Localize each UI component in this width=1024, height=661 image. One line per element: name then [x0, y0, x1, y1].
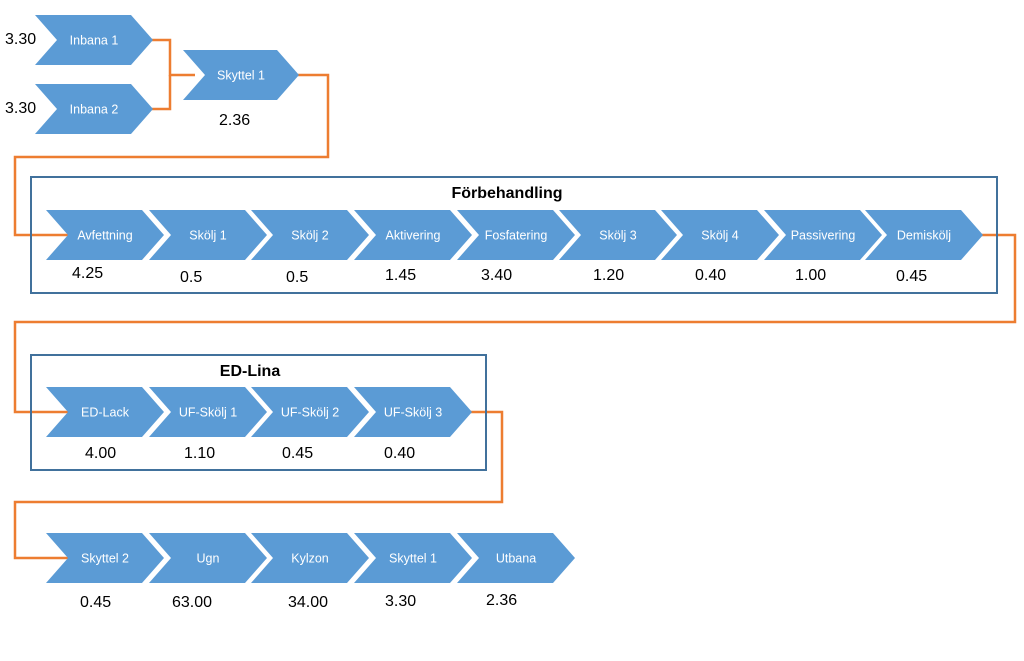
- step-value-fosfatering: 3.40: [481, 267, 512, 284]
- step-value-utbana: 2.36: [486, 592, 517, 609]
- chevron-skolj1: [149, 210, 267, 260]
- edlina-box: [30, 354, 487, 471]
- chevron-demiskolj: [865, 210, 983, 260]
- chevron-skyttel2: [46, 533, 164, 583]
- step-label-ufskolj3: UF-Skölj 3: [384, 405, 442, 419]
- chevron-passivering: [764, 210, 882, 260]
- step-label-inbana1: Inbana 1: [70, 33, 119, 47]
- chevron-avfettning: [46, 210, 164, 260]
- step-passivering: Passivering: [764, 210, 882, 260]
- step-value-skolj3: 1.20: [593, 267, 624, 284]
- chevron-kylzon: [251, 533, 369, 583]
- step-value-kylzon: 34.00: [288, 594, 328, 611]
- step-kylzon: Kylzon: [251, 533, 369, 583]
- connector-inbana1-to-skyttel1: [150, 38, 195, 77]
- step-skolj1: Skölj 1: [149, 210, 267, 260]
- chevron-aktivering: [354, 210, 472, 260]
- step-label-inbana2: Inbana 2: [70, 102, 119, 116]
- step-label-edlack: ED-Lack: [81, 405, 130, 419]
- step-utbana: Utbana: [457, 533, 575, 583]
- step-label-skyttel1b: Skyttel 1: [389, 551, 437, 565]
- step-inbana1: Inbana 1: [35, 15, 153, 65]
- step-avfettning: Avfettning: [46, 210, 164, 260]
- step-ugn: Ugn: [149, 533, 267, 583]
- step-label-kylzon: Kylzon: [291, 551, 329, 565]
- step-value-demiskolj: 0.45: [896, 268, 927, 285]
- chevron-ugn: [149, 533, 267, 583]
- chevrons: Inbana 1 Inbana 2 Skyttel 1 Avfettning Skölj…: [35, 15, 983, 583]
- step-label-avfettning: Avfettning: [77, 228, 132, 242]
- step-value-ufskolj1: 1.10: [184, 445, 215, 462]
- step-value-skyttel1b: 3.30: [385, 593, 416, 610]
- connector-skyttel1-to-avfettning: [13, 73, 330, 237]
- step-ufskolj2: UF-Skölj 2: [251, 387, 369, 437]
- connectors: [13, 38, 1017, 560]
- chevron-inbana2: [35, 84, 153, 134]
- step-skyttel2: Skyttel 2: [46, 533, 164, 583]
- step-value-ufskolj2: 0.45: [282, 445, 313, 462]
- step-value-skyttel1a: 2.36: [219, 112, 250, 129]
- step-skolj3: Skölj 3: [559, 210, 677, 260]
- chevron-ufskolj1: [149, 387, 267, 437]
- step-ufskolj1: UF-Skölj 1: [149, 387, 267, 437]
- step-value-avfettning: 4.25: [72, 265, 103, 282]
- step-value-passivering: 1.00: [795, 267, 826, 284]
- step-fosfatering: Fosfatering: [457, 210, 575, 260]
- step-inbana2: Inbana 2: [35, 84, 153, 134]
- connector-demiskolj-to-edlack: [13, 233, 1017, 414]
- step-label-skolj2: Skölj 2: [291, 228, 329, 242]
- step-skolj4: Skölj 4: [661, 210, 779, 260]
- step-value-ufskolj3: 0.40: [384, 445, 415, 462]
- step-label-ugn: Ugn: [197, 551, 220, 565]
- step-value-skolj1: 0.5: [180, 269, 202, 286]
- step-label-skolj1: Skölj 1: [189, 228, 227, 242]
- chevron-fosfatering: [457, 210, 575, 260]
- chevron-skyttel1a: [183, 50, 299, 100]
- chevron-utbana: [457, 533, 575, 583]
- chevron-ufskolj2: [251, 387, 369, 437]
- step-value-edlack: 4.00: [85, 445, 116, 462]
- step-value-skolj2: 0.5: [286, 269, 308, 286]
- chevron-skolj4: [661, 210, 779, 260]
- step-label-fosfatering: Fosfatering: [485, 228, 548, 242]
- step-label-skyttel1a: Skyttel 1: [217, 68, 265, 82]
- step-skolj2: Skölj 2: [251, 210, 369, 260]
- chevron-inbana1: [35, 15, 153, 65]
- step-skyttel1a: Skyttel 1: [183, 50, 299, 100]
- values: 3.30 3.30 2.36 4.25 0.5 0.5 1.45 3.40 1.20 0.40 1.…: [5, 31, 927, 611]
- step-skyttel1b: Skyttel 1: [354, 533, 472, 583]
- step-label-ufskolj1: UF-Skölj 1: [179, 405, 237, 419]
- step-value-inbana2: 3.30: [5, 100, 36, 117]
- step-value-inbana1: 3.30: [5, 31, 36, 48]
- step-aktivering: Aktivering: [354, 210, 472, 260]
- step-label-utbana: Utbana: [496, 551, 536, 565]
- step-demiskolj: Demiskölj: [865, 210, 983, 260]
- chevron-edlack: [46, 387, 164, 437]
- forbehandling-title: Förbehandling: [451, 185, 562, 202]
- chevron-ufskolj3: [354, 387, 472, 437]
- step-label-skolj4: Skölj 4: [701, 228, 739, 242]
- step-edlack: ED-Lack: [46, 387, 164, 437]
- step-label-passivering: Passivering: [791, 228, 856, 242]
- step-value-skyttel2: 0.45: [80, 594, 111, 611]
- connector-ufskolj3-to-skyttel2: [13, 410, 504, 560]
- step-label-demiskolj: Demiskölj: [897, 228, 951, 242]
- chevron-skolj2: [251, 210, 369, 260]
- step-label-ufskolj2: UF-Skölj 2: [281, 405, 339, 419]
- step-value-skolj4: 0.40: [695, 267, 726, 284]
- step-value-ugn: 63.00: [172, 594, 212, 611]
- step-ufskolj3: UF-Skölj 3: [354, 387, 472, 437]
- step-label-skolj3: Skölj 3: [599, 228, 637, 242]
- step-label-aktivering: Aktivering: [386, 228, 441, 242]
- forbehandling-box: [30, 176, 998, 294]
- chevron-skyttel1b: [354, 533, 472, 583]
- step-value-aktivering: 1.45: [385, 267, 416, 284]
- step-label-skyttel2: Skyttel 2: [81, 551, 129, 565]
- connector-inbana2-to-skyttel1: [150, 75, 172, 111]
- edlina-title: ED-Lina: [220, 363, 281, 380]
- chevron-skolj3: [559, 210, 677, 260]
